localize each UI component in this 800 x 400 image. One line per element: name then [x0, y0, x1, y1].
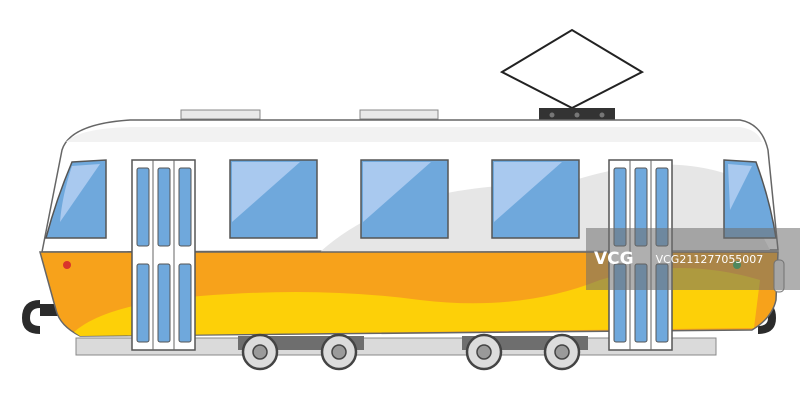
watermark: VCG VCG211277055007: [586, 228, 800, 290]
wheel: [241, 333, 279, 371]
watermark-logo: VCG: [594, 249, 634, 269]
pantograph-arm: [499, 28, 645, 110]
wheel: [543, 333, 581, 371]
passenger-window: [360, 159, 449, 239]
watermark-id: VCG211277055007: [655, 252, 764, 266]
roof-vent: [180, 109, 261, 120]
roof-vent: [359, 109, 439, 120]
door-left: [131, 159, 196, 351]
pantograph: [499, 28, 645, 121]
wheel: [465, 333, 503, 371]
passenger-window: [229, 159, 318, 239]
wheel: [320, 333, 358, 371]
passenger-window: [491, 159, 580, 239]
tail-light: [63, 261, 71, 269]
